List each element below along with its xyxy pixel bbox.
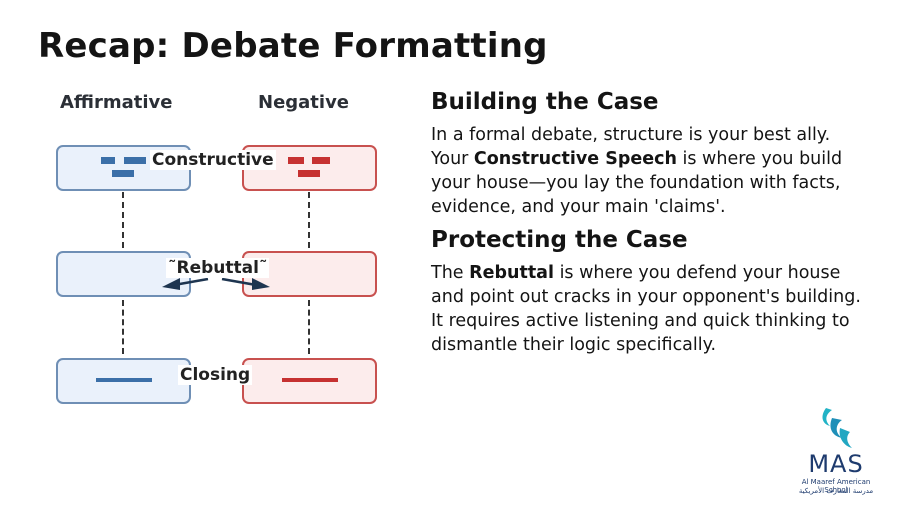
protecting-case-text-1: The [431, 263, 470, 283]
closing-stage-label: Closing [178, 365, 253, 385]
negative-column-label: Negative [258, 92, 350, 113]
negative-constructive-mark [288, 157, 304, 164]
rebuttal-arrowhead-right [252, 278, 270, 290]
negative-connector-1 [308, 192, 310, 248]
affirmative-constructive-mark [124, 157, 146, 164]
protecting-case-text-2: is where you defend your house and point… [431, 263, 861, 355]
building-case-heading: Building the Case [431, 89, 659, 115]
building-case-bold: Constructive Speech [473, 149, 677, 169]
negative-closing-mark [282, 378, 338, 382]
logo-name: MAS [808, 450, 864, 478]
affirmative-connector-2 [122, 300, 124, 354]
affirmative-closing-mark [96, 378, 152, 382]
constructive-stage-label: Constructive [150, 150, 276, 170]
negative-constructive-mark [298, 170, 320, 177]
logo-subtitle: Al Maaref American School [801, 478, 871, 494]
protecting-case-heading: Protecting the Case [431, 227, 688, 253]
rebuttal-tick-left: ˜ [168, 258, 177, 278]
building-case-paragraph: In a formal debate, structure is your be… [431, 123, 871, 219]
rebuttal-tick-right: ˜ [258, 258, 268, 278]
school-logo: MAS Al Maaref American School مدرسة المع… [794, 406, 878, 498]
protecting-case-bold: Rebuttal [469, 263, 554, 283]
affirmative-constructive-mark [112, 170, 134, 177]
building-case-text-2: is where you build your house—you lay th… [431, 149, 843, 217]
rebuttal-label-text: Rebuttal [176, 258, 259, 278]
negative-constructive-mark [312, 157, 330, 164]
rebuttal-stage-label: ˜Rebuttal˜ [166, 258, 270, 278]
building-case-text-1: In a formal debate, structure is your be… [431, 125, 831, 169]
affirmative-connector-1 [122, 192, 124, 248]
affirmative-constructive-mark [101, 157, 115, 164]
slide-title: Recap: Debate Formatting [38, 26, 548, 66]
protecting-case-paragraph: The Rebuttal is where you defend your ho… [431, 261, 871, 357]
rebuttal-arrowhead-left [162, 278, 180, 290]
logo-mark-icon [822, 408, 852, 448]
negative-connector-2 [308, 300, 310, 354]
debate-format-diagram: Affirmative Negative Constructive ˜Rebut… [0, 0, 420, 506]
affirmative-column-label: Affirmative [60, 92, 173, 113]
logo-arabic: مدرسة المعارف الأمريكية [798, 487, 874, 495]
rebuttal-arrow-right [221, 277, 257, 287]
rebuttal-exchange-arrows [162, 277, 270, 290]
